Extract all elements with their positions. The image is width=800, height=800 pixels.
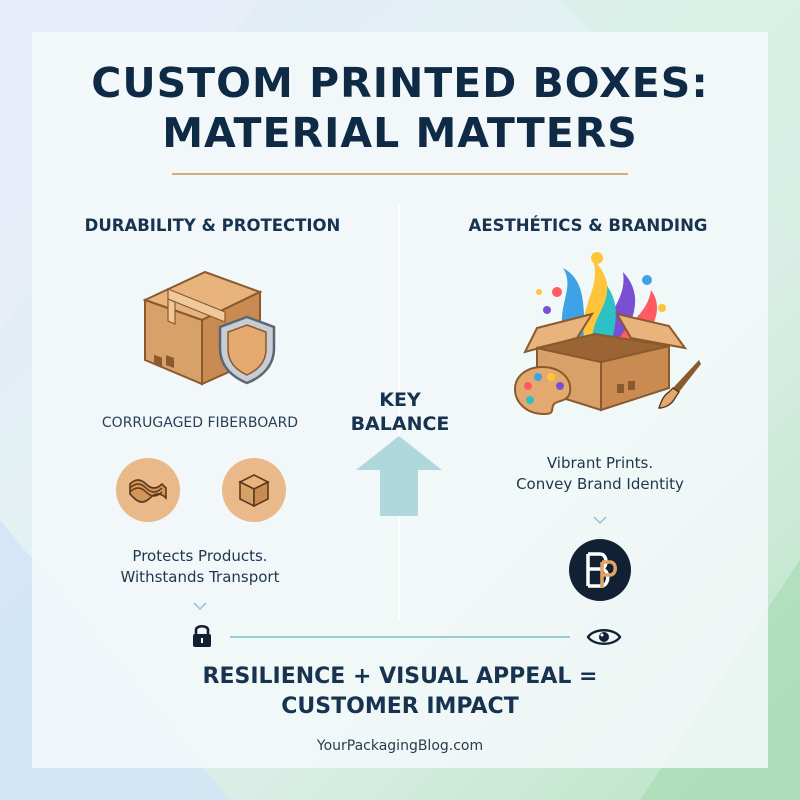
cube-icon (222, 458, 286, 522)
chevron-down-icon (593, 516, 607, 525)
infographic-card (32, 32, 768, 768)
lock-icon (193, 624, 211, 647)
left-benefit: Protects Products. Withstands Transport (95, 546, 305, 588)
center-divider (398, 205, 400, 620)
key-balance-line-2: BALANCE (350, 413, 450, 435)
tagline-line-2: CUSTOMER IMPACT (281, 694, 519, 719)
paintbrush-icon (658, 360, 701, 409)
brand-logo-icon (569, 539, 631, 601)
arrow-up-icon (356, 436, 442, 516)
footer-divider (230, 636, 570, 638)
tagline: RESILIENCE + VISUAL APPEAL = CUSTOMER IM… (0, 662, 800, 722)
paint-palette-icon (513, 365, 572, 416)
website-link[interactable]: YourPackagingBlog.com (316, 738, 484, 754)
right-benefit-line-1: Vibrant Prints. (546, 454, 654, 472)
right-heading: AESTHÉTICS & BRANDING (468, 216, 708, 235)
chevron-down-icon (193, 602, 207, 611)
tagline-line-1: RESILIENCE + VISUAL APPEAL = (202, 664, 598, 689)
left-benefit-line-1: Protects Products. (132, 547, 268, 565)
corrugated-icon (116, 458, 180, 522)
material-label: CORRUGAGED FIBERBOARD (101, 415, 299, 431)
left-heading: DURABILITY & PROTECTION (84, 216, 341, 235)
right-benefit-line-2: Convey Brand Identity (516, 475, 684, 493)
title-line-1: CUSTOM PRINTED BOXES: (91, 59, 709, 107)
page-title: CUSTOM PRINTED BOXES: MATERIAL MATTERS (0, 58, 800, 158)
shield-icon (218, 315, 276, 385)
key-balance-line-1: KEY (379, 389, 421, 411)
right-benefit: Vibrant Prints. Convey Brand Identity (480, 453, 720, 495)
eye-icon (586, 629, 622, 645)
title-line-2: MATERIAL MATTERS (162, 109, 638, 157)
title-underline (172, 173, 628, 175)
left-benefit-line-2: Withstands Transport (120, 568, 280, 586)
key-balance-label: KEY BALANCE (340, 388, 460, 436)
